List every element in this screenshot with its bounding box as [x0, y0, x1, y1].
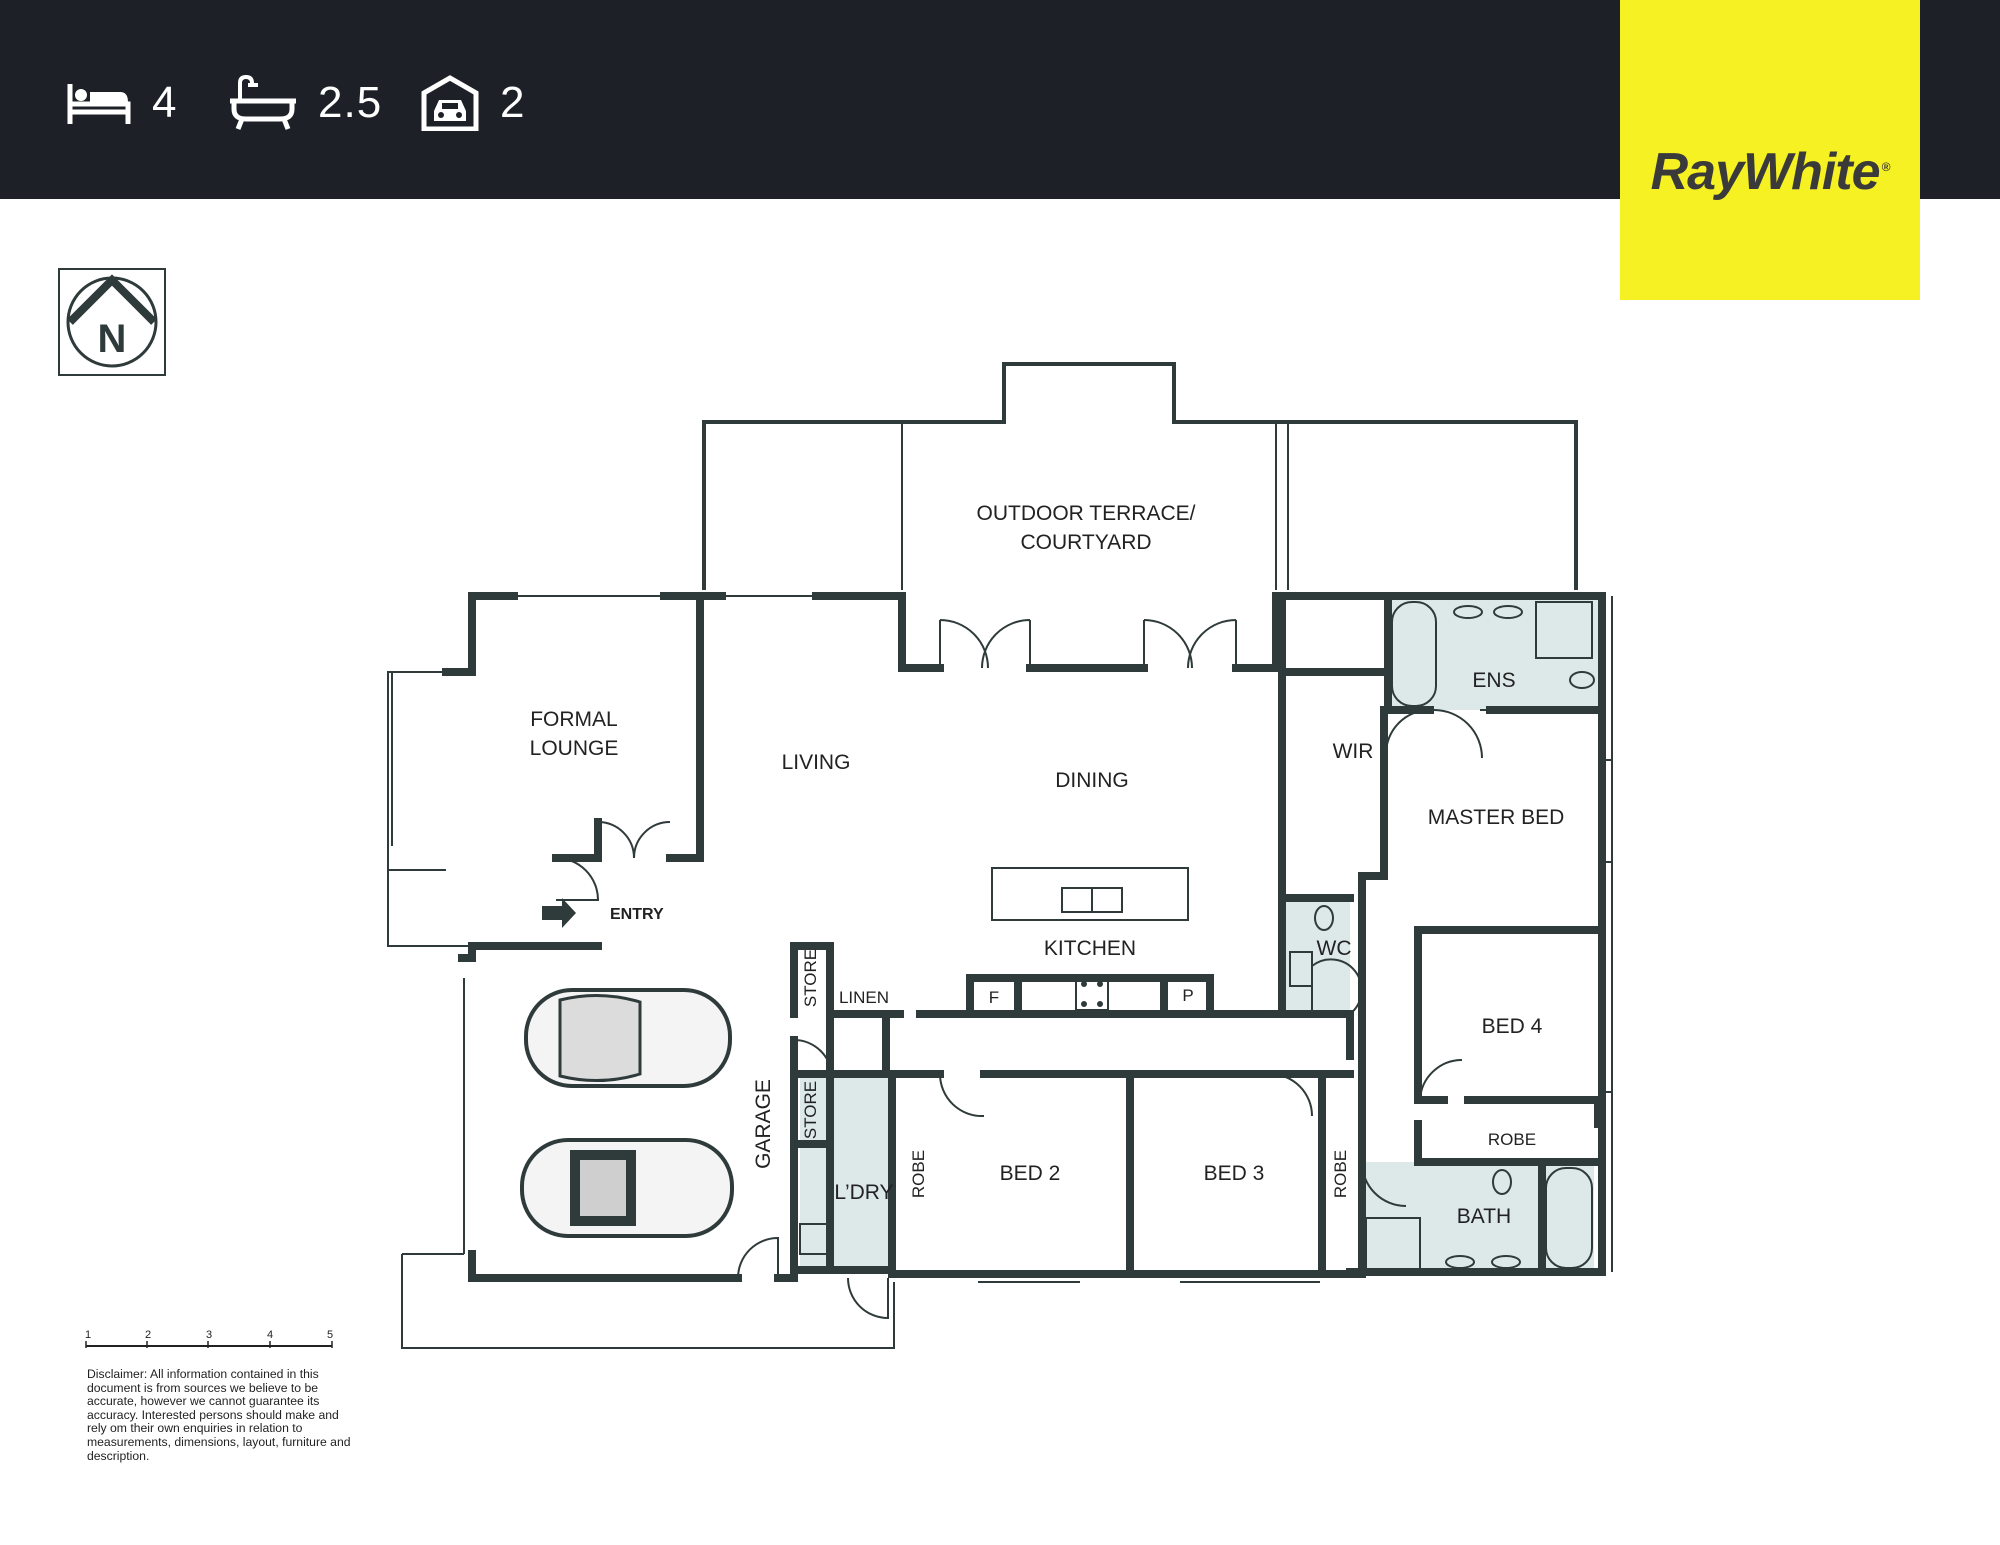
bed-icon [67, 84, 131, 124]
label-master: MASTER BED [1428, 806, 1565, 829]
brand-name: RayWhite® [1650, 142, 1891, 202]
label-living: LIVING [782, 751, 851, 774]
bathroom-fixtures [799, 601, 1595, 1271]
garage-icon [421, 75, 479, 131]
terrace-outline [702, 362, 1578, 590]
label-formal-2: LOUNGE [530, 737, 619, 760]
label-wir: WIR [1333, 740, 1374, 763]
bedrooms-stat: 4 [66, 68, 177, 138]
scale-label-2: 2 [145, 1329, 151, 1341]
scale-label-3: 3 [206, 1329, 212, 1341]
bathrooms-stat: 2.5 [228, 68, 382, 138]
label-kitchen: KITCHEN [1044, 937, 1136, 960]
room-labels: OUTDOOR TERRACE/ COURTYARD FORMAL LOUNGE… [530, 502, 1565, 1228]
cooktop [1081, 981, 1103, 1007]
label-wc: WC [1317, 937, 1352, 960]
bath-icon [230, 75, 296, 130]
scale-label-1: 1 [85, 1329, 91, 1341]
compass-letter: N [98, 317, 127, 361]
label-bath: BATH [1457, 1205, 1511, 1228]
label-bed2: BED 2 [1000, 1162, 1061, 1185]
label-robe-right: ROBE [1331, 1150, 1350, 1198]
label-robe-left: ROBE [909, 1150, 928, 1198]
doors [555, 619, 1490, 1320]
label-store-top: STORE [801, 949, 820, 1007]
label-pantry: P [1182, 986, 1193, 1005]
garage-cars [520, 988, 734, 1238]
brand-reg: ® [1881, 159, 1891, 174]
scale-label-5: 5 [327, 1329, 333, 1341]
north-compass: N [58, 268, 166, 376]
label-terrace-1: OUTDOOR TERRACE/ [977, 502, 1196, 525]
label-entry: ENTRY [610, 906, 664, 923]
label-formal-1: FORMAL [530, 708, 618, 731]
label-store-bottom: STORE [801, 1081, 820, 1139]
garage-stat: 2 [420, 68, 525, 138]
entry-arrow-icon [542, 898, 576, 928]
label-bed3: BED 3 [1204, 1162, 1265, 1185]
label-garage: GARAGE [752, 1079, 775, 1169]
compass-icon: N [66, 274, 158, 368]
label-fridge: F [989, 988, 999, 1007]
disclaimer-text: Disclaimer: All information contained in… [87, 1367, 351, 1463]
scale-bar: 1 2 3 4 5 [85, 1329, 333, 1348]
label-ens: ENS [1472, 669, 1515, 692]
bedrooms-count: 4 [152, 78, 178, 127]
label-dining: DINING [1055, 769, 1129, 792]
garage-count: 2 [500, 78, 526, 127]
thin-outlines [387, 595, 1613, 1349]
label-terrace-2: COURTYARD [1020, 531, 1151, 554]
brand-name-text: RayWhite [1650, 143, 1881, 201]
label-linen: LINEN [839, 988, 889, 1007]
kitchen-island [991, 867, 1189, 921]
raywhite-logo: RayWhite® [1620, 0, 1920, 300]
label-robe-h: ROBE [1488, 1130, 1536, 1149]
wet-areas [800, 596, 1598, 1274]
scale-label-4: 4 [267, 1329, 273, 1341]
label-bed4: BED 4 [1482, 1015, 1543, 1038]
bathrooms-count: 2.5 [318, 78, 383, 127]
label-laundry: L’DRY [834, 1181, 893, 1204]
